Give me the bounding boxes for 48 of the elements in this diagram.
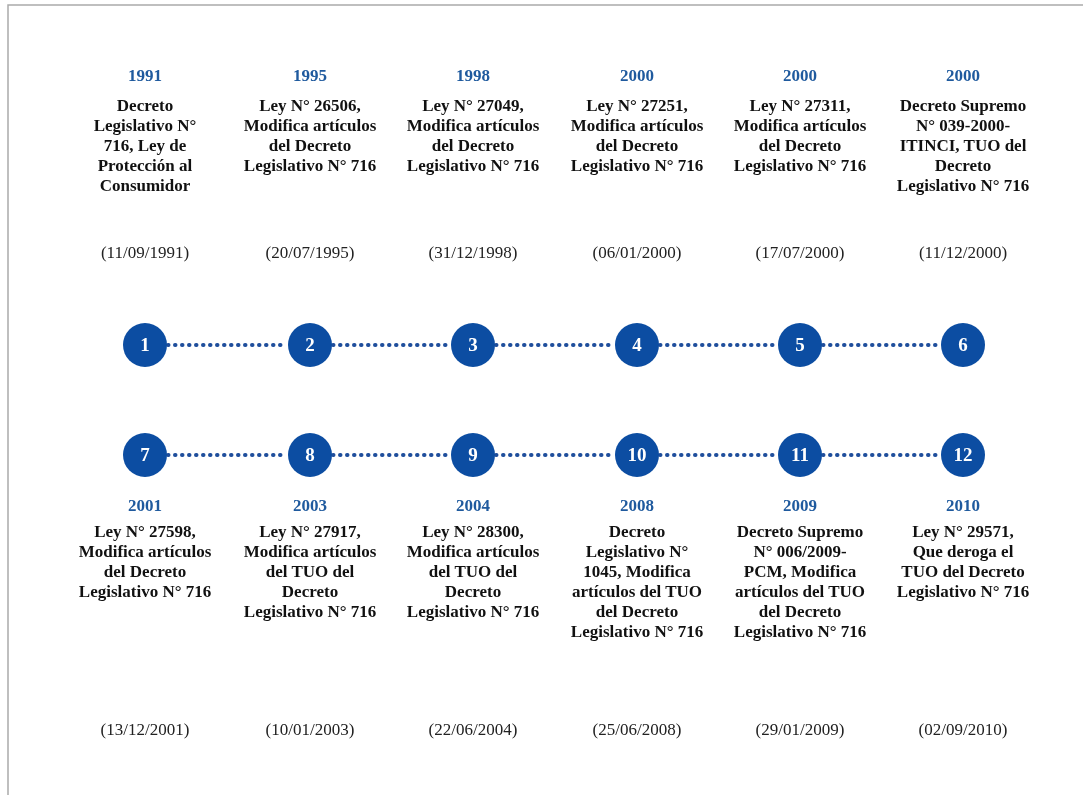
- number-circle: 11: [778, 433, 822, 477]
- date-label: (31/12/1998): [427, 243, 519, 263]
- event-description: Ley N° 27251, Modifica artículos del Decreto Legislativo N° 716: [569, 96, 705, 176]
- year-label: 2010: [945, 496, 981, 516]
- year-label: 2004: [455, 496, 491, 516]
- date-label: (22/06/2004): [427, 720, 519, 740]
- number-circle: 10: [615, 433, 659, 477]
- year-label: 2009: [782, 496, 818, 516]
- number-circle: 6: [941, 323, 985, 367]
- event-description: Ley N° 29571, Que deroga el TUO del Decreto Legislativo N° 716: [895, 522, 1031, 602]
- event-description: Ley N° 26506, Modifica artículos del Decreto Legislativo N° 716: [242, 96, 378, 176]
- date-label: (17/07/2000): [754, 243, 846, 263]
- date-label: (10/01/2003): [264, 720, 356, 740]
- year-label: 1991: [127, 66, 163, 86]
- year-label: 1995: [292, 66, 328, 86]
- event-description: Decreto Supremo N° 039-2000-ITINCI, TUO del Decreto Legislativo N° 716: [895, 96, 1031, 196]
- date-label: (20/07/1995): [264, 243, 356, 263]
- date-label: (02/09/2010): [917, 720, 1009, 740]
- event-description: Decreto Supremo N° 006/2009-PCM, Modifica artículos del TUO del Decreto Legislativo N° 716: [732, 522, 868, 642]
- date-label: (06/01/2000): [591, 243, 683, 263]
- date-label: (11/12/2000): [917, 243, 1009, 263]
- event-description: Ley N° 27917, Modifica artículos del TUO del Decreto Legislativo N° 716: [242, 522, 378, 622]
- date-label: (29/01/2009): [754, 720, 846, 740]
- event-description: Decreto Legislativo N° 1045, Modifica artículos del TUO del Decreto Legislativo N° 716: [569, 522, 705, 642]
- number-circle: 2: [288, 323, 332, 367]
- number-circle: 8: [288, 433, 332, 477]
- number-circle: 4: [615, 323, 659, 367]
- year-label: 2000: [619, 66, 655, 86]
- year-label: 2000: [945, 66, 981, 86]
- number-circle: 1: [123, 323, 167, 367]
- event-description: Ley N° 27311, Modifica artículos del Decreto Legislativo N° 716: [732, 96, 868, 176]
- date-label: (13/12/2001): [99, 720, 191, 740]
- year-label: 2000: [782, 66, 818, 86]
- number-circle: 5: [778, 323, 822, 367]
- number-circle: 12: [941, 433, 985, 477]
- event-description: Ley N° 28300, Modifica artículos del TUO del Decreto Legislativo N° 716: [405, 522, 541, 622]
- number-circle: 9: [451, 433, 495, 477]
- date-label: (25/06/2008): [591, 720, 683, 740]
- event-description: Ley N° 27049, Modifica artículos del Decreto Legislativo N° 716: [405, 96, 541, 176]
- number-circle: 3: [451, 323, 495, 367]
- year-label: 2003: [292, 496, 328, 516]
- event-description: Decreto Legislativo N° 716, Ley de Protección al Consumidor: [92, 96, 198, 196]
- date-label: (11/09/1991): [99, 243, 191, 263]
- number-circle: 7: [123, 433, 167, 477]
- year-label: 1998: [455, 66, 491, 86]
- year-label: 2001: [127, 496, 163, 516]
- event-description: Ley N° 27598, Modifica artículos del Decreto Legislativo N° 716: [77, 522, 213, 602]
- year-label: 2008: [619, 496, 655, 516]
